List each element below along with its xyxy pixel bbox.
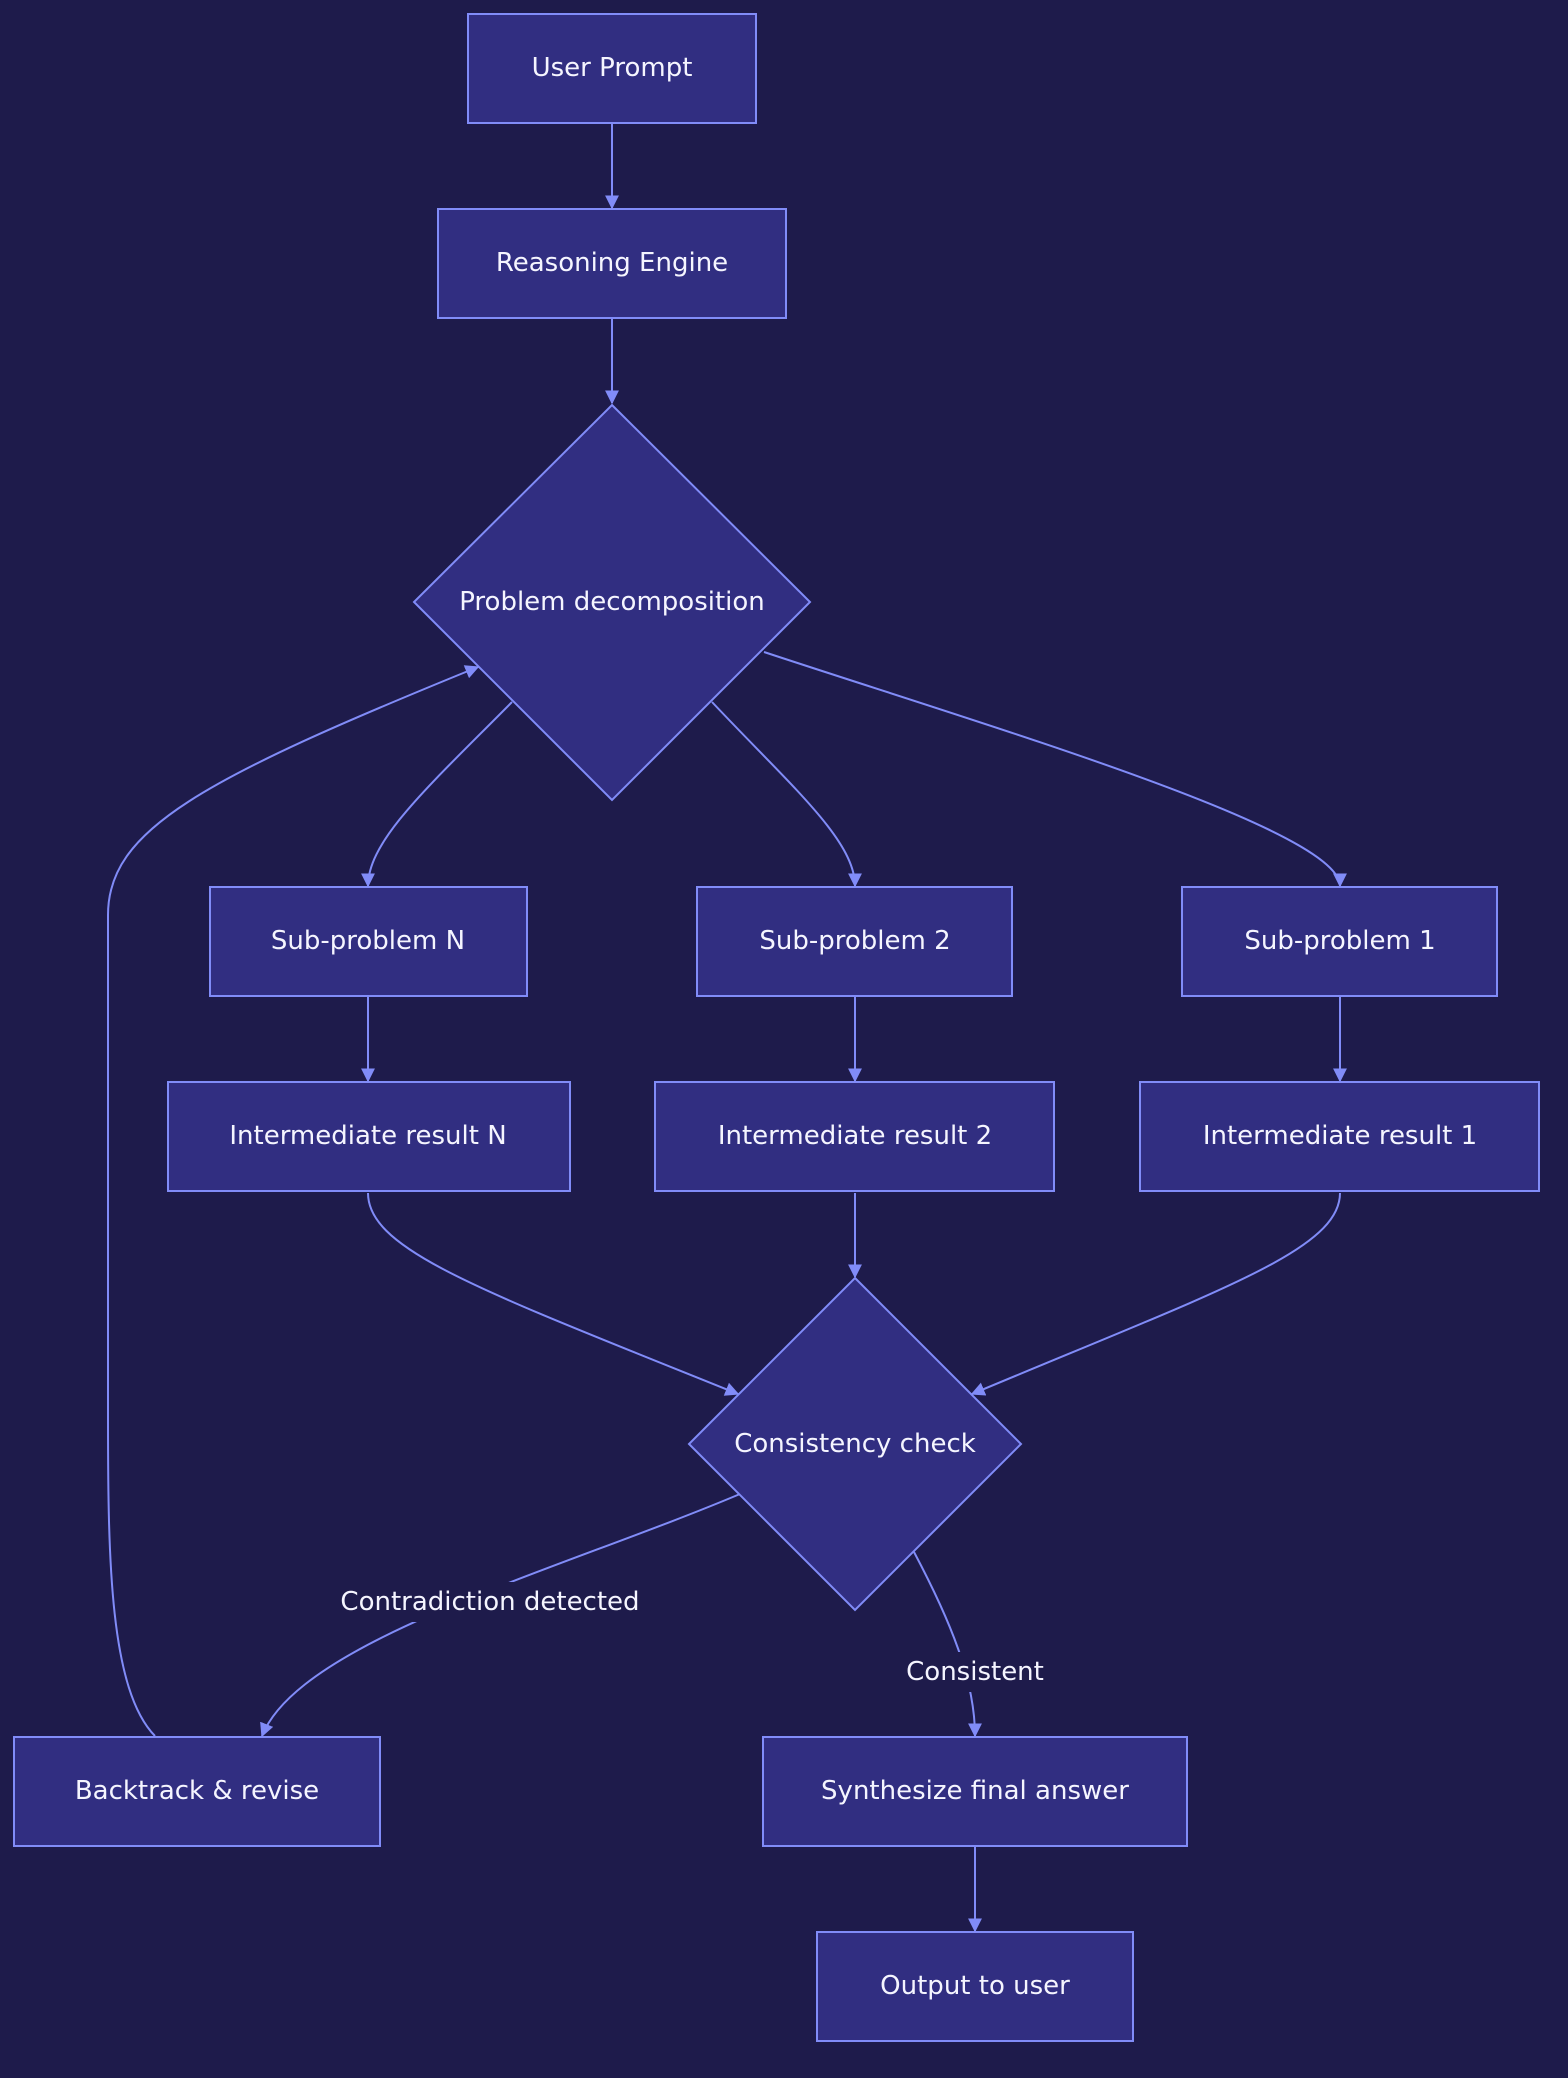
node-intermediate-result-2: Intermediate result 2 [654, 1081, 1055, 1192]
edge-decomposition-to-sub-n [361, 701, 513, 888]
edge-result-1-to-consistency [970, 1192, 1341, 1396]
edge-label-contradiction: Contradiction detected [340, 1582, 640, 1622]
edge-consistency-to-synthesize [913, 1551, 982, 1738]
edge-label-consistent: Consistent [900, 1652, 1050, 1692]
node-reasoning-engine: Reasoning Engine [437, 208, 787, 319]
node-sub-problem-1-label: Sub-problem 1 [1244, 926, 1435, 956]
node-backtrack-revise-label: Backtrack & revise [75, 1776, 319, 1806]
node-consistency-check-label: Consistency check [734, 1429, 976, 1459]
node-sub-problem-n: Sub-problem N [209, 886, 528, 997]
edge-result-n-to-consistency [367, 1192, 740, 1396]
node-synthesize-final-answer-label: Synthesize final answer [821, 1776, 1129, 1806]
node-user-prompt: User Prompt [467, 13, 757, 124]
node-intermediate-result-1-label: Intermediate result 1 [1203, 1121, 1477, 1151]
node-intermediate-result-n: Intermediate result N [167, 1081, 571, 1192]
node-intermediate-result-2-label: Intermediate result 2 [718, 1121, 992, 1151]
node-consistency-check: Consistency check [687, 1276, 1023, 1612]
edge-label-consistent-text: Consistent [906, 1657, 1044, 1687]
node-output-to-user-label: Output to user [880, 1971, 1070, 2001]
node-problem-decomposition: Problem decomposition [412, 403, 812, 802]
node-sub-problem-2-label: Sub-problem 2 [759, 926, 950, 956]
node-intermediate-result-1: Intermediate result 1 [1139, 1081, 1540, 1192]
node-output-to-user: Output to user [816, 1931, 1134, 2042]
node-reasoning-engine-label: Reasoning Engine [496, 248, 728, 278]
node-backtrack-revise: Backtrack & revise [13, 1736, 381, 1847]
node-sub-problem-n-label: Sub-problem N [271, 926, 465, 956]
edges [107, 124, 1347, 1933]
node-problem-decomposition-label: Problem decomposition [459, 587, 765, 617]
edge-decomposition-to-sub-2 [711, 701, 862, 888]
edge-label-contradiction-text: Contradiction detected [340, 1587, 639, 1617]
node-intermediate-result-n-label: Intermediate result N [229, 1121, 506, 1151]
node-sub-problem-1: Sub-problem 1 [1181, 886, 1498, 997]
node-user-prompt-label: User Prompt [532, 53, 693, 83]
edge-decomposition-to-sub-1 [763, 651, 1347, 888]
node-synthesize-final-answer: Synthesize final answer [762, 1736, 1188, 1847]
edge-backtrack-to-decomposition [107, 665, 480, 1737]
node-sub-problem-2: Sub-problem 2 [696, 886, 1013, 997]
